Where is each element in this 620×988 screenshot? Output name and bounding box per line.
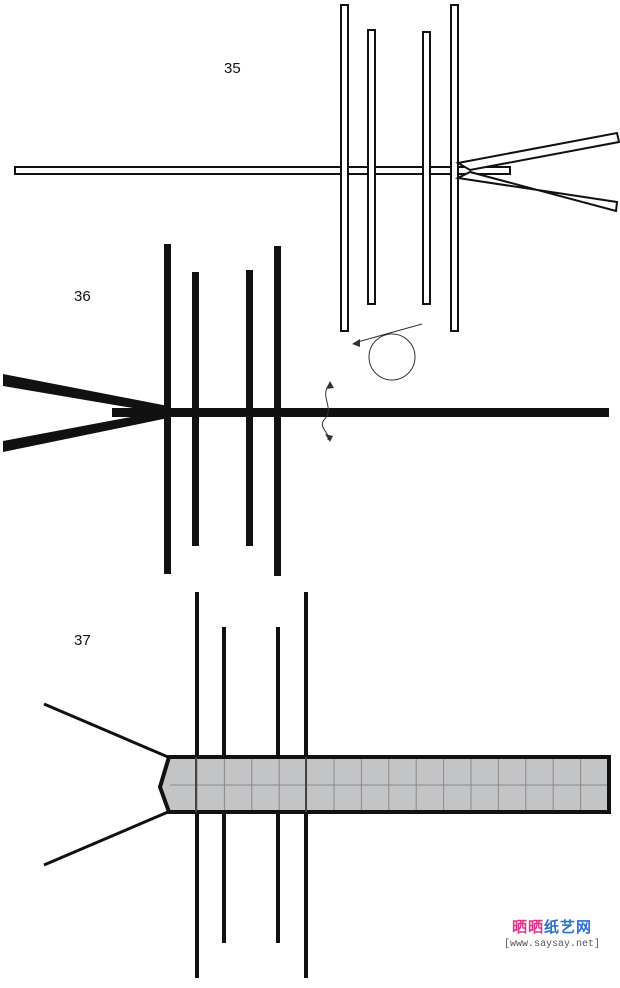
- flip-arrow-head-top-icon: [326, 381, 334, 389]
- flip-arrow-icon: [321, 383, 331, 441]
- step-label-35: 35: [224, 60, 241, 77]
- step-37-figure: [43, 592, 611, 978]
- step35-vertical-strip-1: [340, 4, 349, 332]
- step-36-figure: [3, 244, 609, 576]
- turn-over-symbol: [321, 323, 423, 442]
- step-label-37: 37: [74, 632, 91, 649]
- watermark-title-part2: 纸艺网: [544, 918, 593, 936]
- step35-horizontal-strip: [14, 166, 511, 175]
- step36-tail-upper: [3, 374, 168, 414]
- step36-vertical-strip-3: [246, 270, 253, 546]
- step35-tail-upper: [455, 131, 620, 172]
- step36-horizontal-strip: [112, 408, 609, 417]
- step37-tail-upper: [43, 702, 169, 759]
- watermark-title: 晒晒纸艺网: [494, 916, 610, 937]
- step-label-36: 36: [74, 288, 91, 305]
- step37-vertical-overlay-2: [305, 757, 307, 812]
- step35-vertical-strip-3: [422, 31, 431, 305]
- step36-vertical-strip-4: [274, 246, 281, 576]
- step37-vertical-overlay-1: [195, 757, 197, 812]
- step36-vertical-strip-2: [192, 272, 199, 546]
- step35-vertical-strip-2: [367, 29, 376, 305]
- step37-tail-lower: [43, 810, 169, 867]
- rotate-arrow-head-icon: [352, 339, 360, 347]
- rotate-circle-icon: [368, 333, 416, 381]
- flip-arrow-head-bottom-icon: [325, 434, 333, 442]
- step35-tail-lower: [454, 170, 619, 213]
- watermark-title-part1: 晒晒: [511, 918, 544, 936]
- rotate-arrow-line: [353, 323, 423, 344]
- step-35-figure: [14, 4, 620, 332]
- step36-tail-lower: [3, 410, 168, 452]
- watermark-url: [www.saysay.net]: [503, 939, 600, 950]
- watermark: 晒晒纸艺网 [www.saysay.net]: [494, 916, 610, 950]
- step35-vertical-strip-4: [450, 4, 459, 332]
